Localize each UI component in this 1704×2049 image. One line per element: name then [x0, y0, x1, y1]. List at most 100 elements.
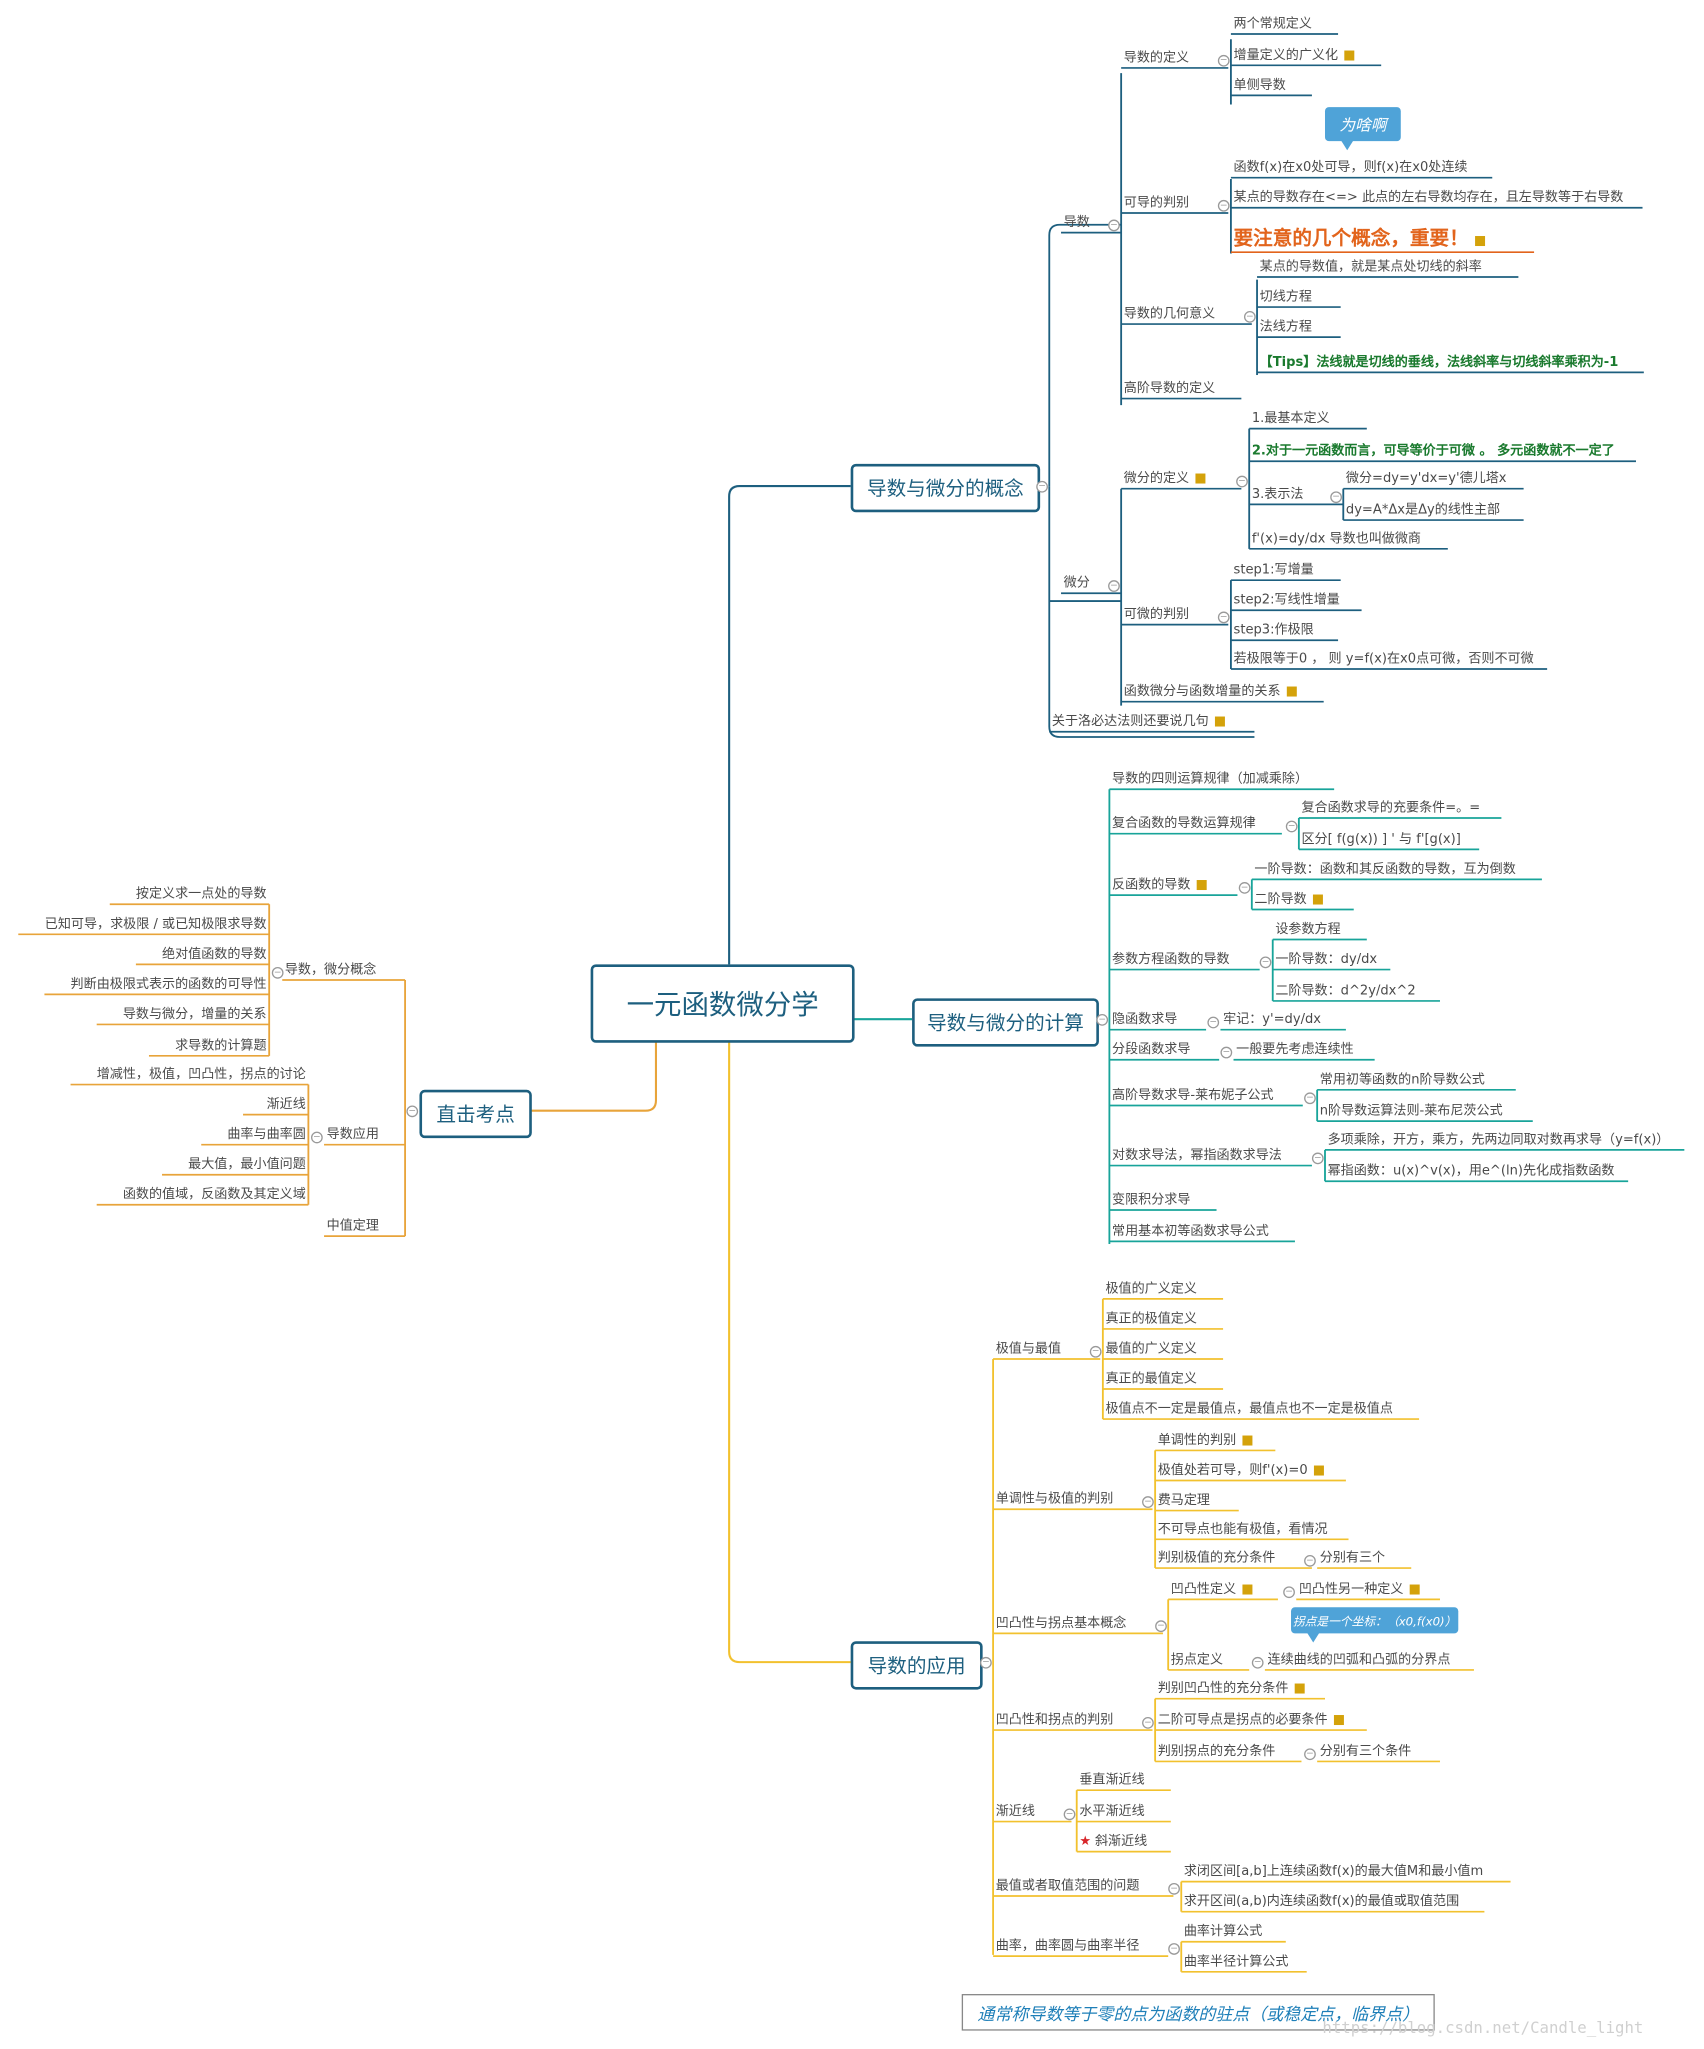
- note-icon[interactable]: ■: [1241, 1433, 1254, 1448]
- collapse-toggle[interactable]: −: [1108, 219, 1120, 232]
- node-a2b[interactable]: 极值处若可导，则f'(x)=0■: [1158, 1464, 1326, 1480]
- node-n_jh3[interactable]: 法线方程: [1260, 320, 1312, 336]
- node-a2[interactable]: 单调性与极值的判别: [996, 1492, 1114, 1508]
- branch-root.label[interactable]: 一元函数微分学: [590, 964, 855, 1043]
- node-n_wfdy[interactable]: 微分的定义■: [1124, 472, 1207, 488]
- node-n_kw4[interactable]: 若极限等于0 ， 则 y=f(x)在x0点可微，否则不可微: [1234, 652, 1534, 668]
- node-c8[interactable]: 对数求导法，幂指函数求导法: [1112, 1149, 1282, 1165]
- collapse-toggle[interactable]: −: [1217, 611, 1230, 624]
- collapse-toggle[interactable]: −: [1096, 1013, 1109, 1026]
- node-n_ddy3[interactable]: 单侧导数: [1234, 78, 1286, 94]
- collapse-toggle[interactable]: −: [1217, 54, 1230, 67]
- node-c6a[interactable]: 一般要先考虑连续性: [1236, 1043, 1354, 1059]
- node-n_ddy[interactable]: 导数的定义: [1124, 51, 1189, 67]
- node-k1d[interactable]: 判断由极限式表示的函数的可导性: [71, 977, 267, 993]
- callout-tip[interactable]: 拐点是一个坐标：（x0,f(x0)）: [1291, 1607, 1459, 1643]
- node-a2c[interactable]: 费马定理: [1158, 1494, 1210, 1510]
- node-n_jh1[interactable]: 某点的导数值，就是某点处切线的斜率: [1260, 260, 1482, 276]
- branch-branches.0.label[interactable]: 导数与微分的概念: [850, 463, 1041, 513]
- node-a3a[interactable]: 凹凸性定义■: [1171, 1582, 1254, 1598]
- node-n_kw2[interactable]: step2:写线性增量: [1234, 593, 1340, 609]
- node-n_ddy2[interactable]: 增量定义的广义化■: [1234, 48, 1356, 64]
- note-icon[interactable]: ■: [1241, 1582, 1254, 1597]
- collapse-toggle[interactable]: −: [1283, 1586, 1295, 1599]
- branch-branches.1.label[interactable]: 导数与微分的计算: [912, 998, 1099, 1047]
- node-k2[interactable]: 导数应用: [327, 1128, 379, 1144]
- node-n_kdpb[interactable]: 可导的判别: [1124, 196, 1189, 212]
- collapse-toggle[interactable]: −: [1311, 1152, 1324, 1165]
- node-c5[interactable]: 隐函数求导: [1112, 1013, 1177, 1029]
- node-n_ddy1[interactable]: 两个常规定义: [1234, 17, 1312, 33]
- node-n_kw1[interactable]: step1:写增量: [1234, 563, 1314, 579]
- node-c7a[interactable]: 常用初等函数的n阶导数公式: [1320, 1073, 1485, 1089]
- node-k3[interactable]: 中值定理: [327, 1219, 379, 1235]
- node-a3b[interactable]: 凹凸性另一种定义■: [1299, 1582, 1421, 1598]
- collapse-toggle[interactable]: −: [1304, 1092, 1316, 1105]
- collapse-toggle[interactable]: −: [271, 966, 284, 979]
- collapse-toggle[interactable]: −: [1304, 1748, 1316, 1761]
- note-icon[interactable]: ■: [1285, 684, 1299, 700]
- note-icon[interactable]: ■: [1194, 471, 1207, 487]
- collapse-toggle[interactable]: −: [1108, 580, 1120, 592]
- note-icon[interactable]: ■: [1473, 233, 1487, 249]
- node-a3[interactable]: 凹凸性与拐点基本概念: [996, 1616, 1127, 1632]
- node-a1c[interactable]: 最值的广义定义: [1105, 1342, 1196, 1358]
- node-k1b[interactable]: 已知可导，求极限 / 或已知极限求导数: [45, 917, 267, 933]
- node-n_jh[interactable]: 导数的几何意义: [1124, 307, 1215, 323]
- collapse-toggle[interactable]: −: [1243, 310, 1256, 323]
- node-a1b[interactable]: 真正的极值定义: [1105, 1312, 1196, 1328]
- collapse-toggle[interactable]: −: [1142, 1717, 1154, 1729]
- node-c3b[interactable]: 二阶导数■: [1254, 892, 1324, 908]
- collapse-toggle[interactable]: −: [1285, 820, 1298, 833]
- node-dshu[interactable]: 导数: [1064, 216, 1090, 232]
- node-a5c[interactable]: ★斜渐近线: [1079, 1835, 1147, 1851]
- node-c1[interactable]: 导数的四则运算规律（加减乘除）: [1112, 772, 1308, 788]
- node-a7a[interactable]: 曲率计算公式: [1184, 1925, 1262, 1941]
- node-a4a[interactable]: 判别凹凸性的充分条件■: [1158, 1682, 1306, 1698]
- note-icon[interactable]: ■: [1332, 1713, 1346, 1728]
- collapse-toggle[interactable]: −: [1259, 956, 1272, 969]
- node-k2c[interactable]: 曲率与曲率圆: [227, 1128, 305, 1144]
- node-a3c[interactable]: 拐点定义: [1171, 1653, 1223, 1669]
- node-a6[interactable]: 最值或者取值范围的问题: [996, 1879, 1140, 1895]
- collapse-toggle[interactable]: −: [1168, 1882, 1180, 1895]
- note-icon[interactable]: ■: [1408, 1582, 1421, 1597]
- collapse-toggle[interactable]: −: [1304, 1554, 1316, 1567]
- node-c3[interactable]: 反函数的导数■: [1112, 878, 1208, 894]
- node-a6b[interactable]: 求开区间(a,b)内连续函数f(x)的最值或取值范围: [1184, 1895, 1459, 1911]
- node-n_kd1[interactable]: 函数f(x)在x0处可导，则f(x)在x0处连续: [1234, 161, 1468, 177]
- node-c2a[interactable]: 复合函数求导的充要条件=。=: [1301, 801, 1480, 817]
- node-a3d[interactable]: 连续曲线的凹弧和凸弧的分界点: [1267, 1653, 1450, 1669]
- node-a4[interactable]: 凹凸性和拐点的判别: [996, 1713, 1114, 1729]
- note-icon[interactable]: ■: [1213, 714, 1227, 730]
- collapse-toggle[interactable]: −: [1155, 1620, 1167, 1633]
- node-a7b[interactable]: 曲率半径计算公式: [1184, 1955, 1289, 1971]
- collapse-toggle[interactable]: −: [980, 1656, 992, 1669]
- node-c4c[interactable]: 二阶导数：d^2y/dx^2: [1275, 984, 1415, 1000]
- node-c8b[interactable]: 幂指函数：u(x)^v(x)，用e^(ln)先化成指数函数: [1328, 1164, 1615, 1180]
- node-n_wf3a[interactable]: 微分=dy=y'dx=y'德儿塔x: [1346, 472, 1507, 488]
- node-n_wf4[interactable]: f'(x)=dy/dx 导数也叫做微商: [1252, 532, 1421, 548]
- node-n_wf1[interactable]: 1.最基本定义: [1252, 412, 1330, 428]
- node-c3a[interactable]: 一阶导数：函数和其反函数的导数，互为倒数: [1254, 862, 1515, 878]
- node-c8a[interactable]: 多项乘除，开方，乘方，先两边同取对数再求导（y=f(x)）: [1328, 1133, 1670, 1149]
- node-a1[interactable]: 极值与最值: [996, 1342, 1061, 1358]
- node-a4c[interactable]: 判别拐点的充分条件: [1158, 1744, 1276, 1760]
- node-k2e[interactable]: 函数的值域，反函数及其定义域: [123, 1188, 306, 1204]
- node-c9[interactable]: 变限积分求导: [1112, 1193, 1190, 1209]
- node-c5a[interactable]: 牢记：y'=dy/dx: [1223, 1013, 1321, 1029]
- node-n_kd2[interactable]: 某点的导数存在<=> 此点的左右导数均存在，且左导数等于右导数: [1234, 191, 1624, 207]
- node-a2e[interactable]: 判别极值的充分条件: [1158, 1551, 1276, 1567]
- collapse-toggle[interactable]: −: [1238, 882, 1251, 894]
- node-a2d[interactable]: 不可导点也能有极值，看情况: [1158, 1522, 1328, 1538]
- node-c7[interactable]: 高阶导数求导-莱布妮子公式: [1112, 1088, 1274, 1104]
- node-n_wf3[interactable]: 3.表示法: [1252, 487, 1304, 503]
- node-c6[interactable]: 分段函数求导: [1112, 1043, 1190, 1059]
- node-k1c[interactable]: 绝对值函数的导数: [162, 947, 267, 963]
- collapse-toggle[interactable]: −: [1217, 199, 1230, 212]
- node-n_kd3[interactable]: 要注意的几个概念，重要！■: [1234, 227, 1487, 252]
- node-c2b[interactable]: 区分[ f(g(x)) ] ' 与 f'[g(x)]: [1301, 832, 1460, 848]
- node-a2f[interactable]: 分别有三个: [1320, 1551, 1385, 1567]
- node-c2[interactable]: 复合函数的导数运算规律: [1112, 817, 1256, 833]
- collapse-toggle[interactable]: −: [1251, 1656, 1264, 1669]
